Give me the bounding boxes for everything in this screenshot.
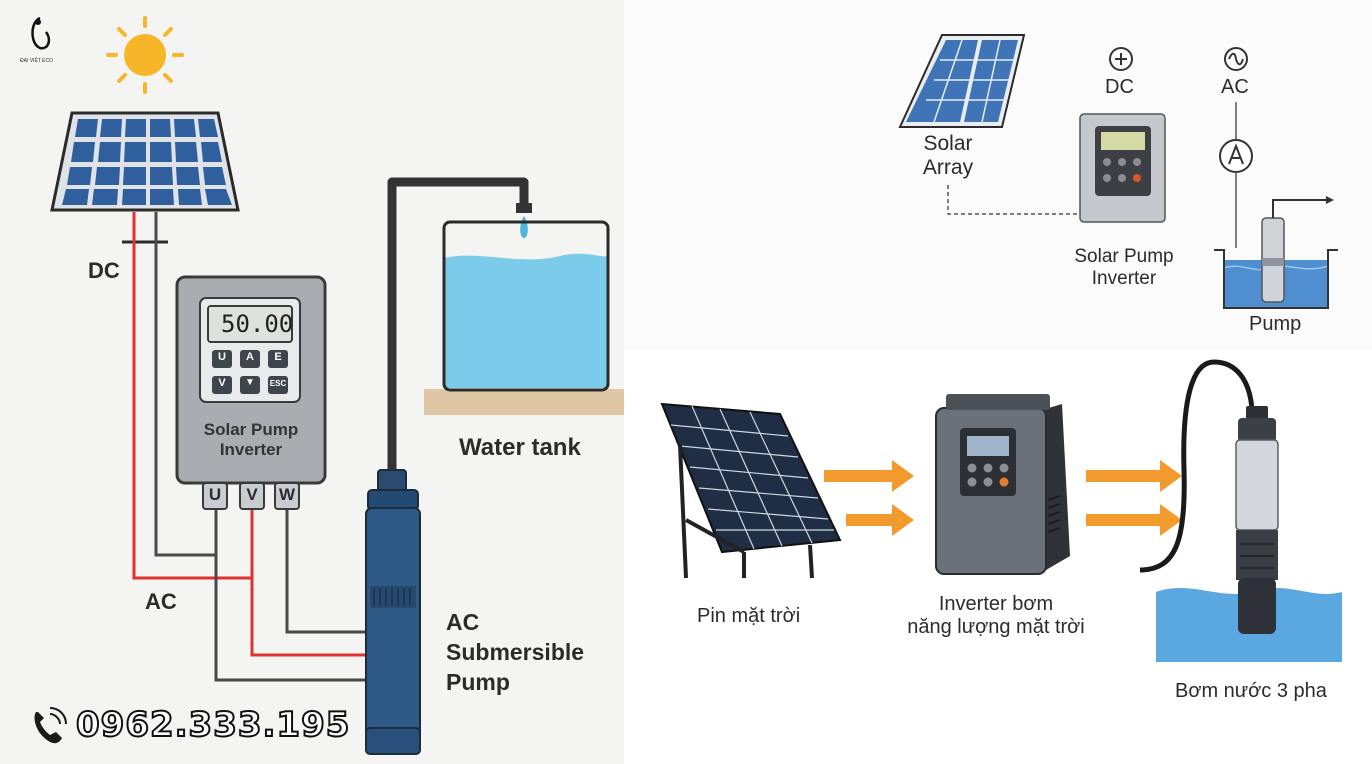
inverter-small-line1: Solar Pump xyxy=(1074,246,1174,267)
dc-plus-icon xyxy=(1109,47,1133,71)
solar-panel-icon xyxy=(50,111,240,212)
key-a: A xyxy=(246,351,254,363)
ac-label: AC xyxy=(145,589,177,614)
inverter-vi-line2: năng lượng mặt trời xyxy=(907,616,1085,638)
key-esc: ESC xyxy=(269,379,287,388)
ac-sine-icon xyxy=(1224,47,1248,71)
pump-tank-small xyxy=(1214,196,1338,309)
dc-wire xyxy=(947,185,1078,215)
inverter-label-line2: Inverter xyxy=(219,439,283,459)
pump-label-vi: Bơm nước 3 pha xyxy=(1175,680,1327,702)
pump-label-small: Pump xyxy=(1249,313,1302,335)
dc-label-small: DC xyxy=(1105,76,1134,98)
phone-number[interactable]: 0962.333.195 xyxy=(75,704,351,746)
panel-label-vi: Pin mặt trời xyxy=(697,605,801,627)
inverter-label-vi: Inverter bơm năng lượng mặt trời xyxy=(896,593,1096,639)
logo-text: ĐẠI VIỆT ECO xyxy=(20,58,53,64)
inverter-label-small: Solar Pump Inverter xyxy=(1062,246,1186,290)
inverter-box xyxy=(175,275,327,510)
pump-label: AC Submersible Pump xyxy=(446,607,584,697)
water-pipe xyxy=(387,177,529,475)
key-v: V xyxy=(218,377,226,389)
inverter-vi-line1: Inverter bơm xyxy=(938,593,1054,615)
submersible-pump xyxy=(365,469,421,755)
water-tank xyxy=(424,220,624,415)
pump-label-line2: Submersible xyxy=(446,639,585,665)
arrows-panel-to-inverter xyxy=(824,460,914,536)
solar-array-line2: Array xyxy=(922,156,974,180)
ammeter-icon xyxy=(1219,139,1253,173)
inverter-label-line1: Solar Pump xyxy=(203,420,299,439)
inverter-small-line2: Inverter xyxy=(1091,267,1157,289)
tank-label: Water tank xyxy=(459,434,581,461)
dc-label: DC xyxy=(88,258,120,283)
solar-panel-stand-icon xyxy=(660,402,842,579)
arrows-inverter-to-pump xyxy=(1086,460,1182,536)
inverter-display: 50.00 xyxy=(221,310,294,338)
terminal-u: U xyxy=(208,485,222,504)
key-u: U xyxy=(218,351,226,363)
solar-array-icon xyxy=(898,34,1026,128)
pipe-nozzle xyxy=(516,203,532,213)
inverter-large xyxy=(935,394,1070,575)
pump-label-line1: AC xyxy=(446,609,480,635)
logo-icon xyxy=(31,16,51,50)
key-e: E xyxy=(274,351,282,363)
terminal-v: V xyxy=(246,485,258,504)
water-drop-icon xyxy=(520,216,528,238)
pump-in-water xyxy=(1139,359,1342,662)
solar-array-label: Solar Array xyxy=(898,132,998,180)
wiring xyxy=(122,212,368,682)
key-down: ▼ xyxy=(245,377,255,388)
solar-array-line1: Solar xyxy=(923,132,973,155)
phone-icon xyxy=(34,707,67,744)
inverter-label-left: Solar Pump Inverter xyxy=(177,420,325,459)
sun-icon xyxy=(106,16,184,94)
terminal-w: W xyxy=(278,485,296,504)
ac-label-small: AC xyxy=(1221,76,1249,98)
pump-label-line3: Pump xyxy=(446,669,510,695)
inverter-small xyxy=(1079,113,1166,223)
